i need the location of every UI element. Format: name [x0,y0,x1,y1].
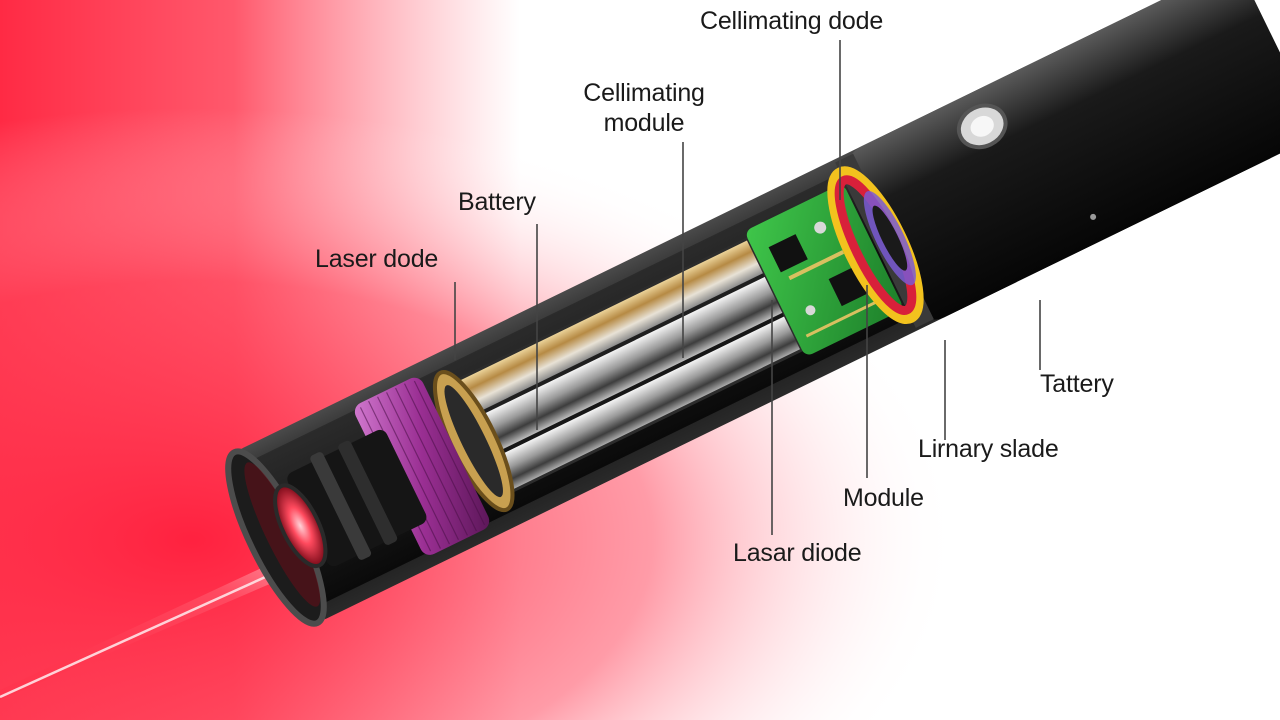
inner-rod-middle [469,276,784,457]
label-tattery: Tattery [1040,370,1114,398]
label-module: Module [843,484,924,512]
circuit-board [746,185,902,355]
end-cap [848,0,1280,320]
label-collimating-module: Cellimating module [583,79,705,137]
label-lasar-diode: Lasar diode [733,539,862,567]
label-collimating-diode: Cellimating dode [700,7,884,35]
pointer-body [225,0,1280,627]
inner-rod-bottom [488,315,802,495]
inner-rod-top [451,238,765,418]
label-slide: Lirnary slade [918,435,1059,463]
leader-lines [454,40,1041,535]
label-laser-diode: Laser dode [315,245,439,273]
lens [273,483,328,569]
label-battery: Battery [458,188,536,216]
